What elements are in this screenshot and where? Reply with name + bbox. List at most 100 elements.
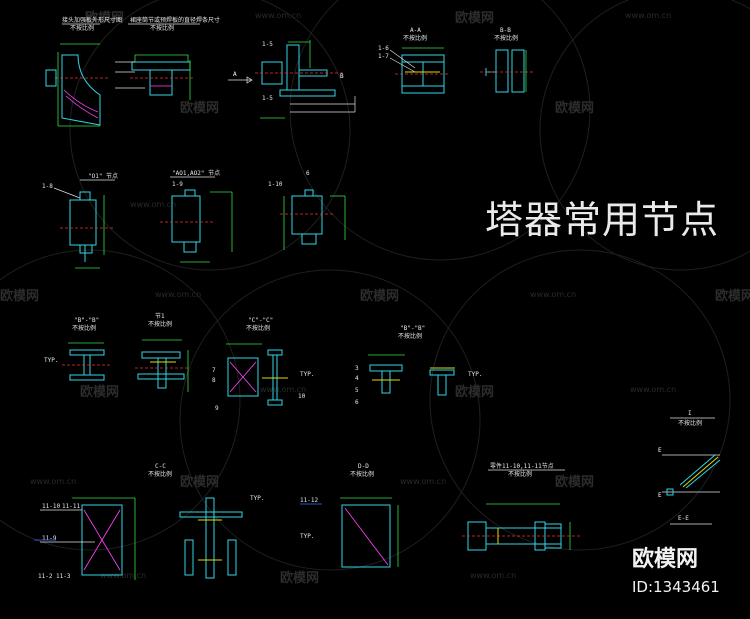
view-title: "C"-"C" <box>248 317 273 324</box>
watermark: 欧模网 <box>455 10 494 26</box>
drawing-title: 塔器常用节点 <box>485 198 719 242</box>
tag-8: 8 <box>212 377 216 384</box>
watermark-texts: 欧模网 www.om.cn 欧模网 www.om.cn 欧模网 欧模网 www.… <box>0 10 750 586</box>
view-scale: 不按比例 <box>70 24 94 32</box>
view-title: "B"-"B" <box>400 325 425 332</box>
tag-11-11: 11-11 <box>62 503 80 510</box>
typ-label: TYP. <box>300 533 314 540</box>
watermark-url: www.om.cn <box>30 477 76 486</box>
watermark: 欧模网 <box>180 100 219 116</box>
view-scale: 不按比例 <box>246 324 270 332</box>
watermark-url: www.om.cn <box>260 385 306 394</box>
view-title: "AO1,AO2" 节点 <box>172 169 220 177</box>
view-a-section: A B 1-5 1-5 <box>228 40 356 119</box>
view-b-b-second: "B"-"B" 不按比例 3 4 5 6 TYP. <box>355 325 482 406</box>
view-title: A-A <box>410 27 421 34</box>
typ-label: TYP. <box>468 371 482 378</box>
watermark: 欧模网 <box>715 288 750 304</box>
view-c-c-quoted: "C"-"C" 不按比例 7 8 9 10 TYP. <box>212 317 314 412</box>
watermark-url: www.om.cn <box>400 477 446 486</box>
view-scale: 不按比例 <box>350 470 374 478</box>
view-title: I <box>688 410 692 417</box>
watermark: 欧模网 <box>360 288 399 304</box>
watermark: 欧模网 <box>80 384 119 400</box>
view-title: "O1" 节点 <box>88 172 118 180</box>
site-logo: 欧模网 ID:1343461 <box>632 546 720 596</box>
view-title: B-B <box>500 27 511 34</box>
view-skirt-weld: 裙座筒节或预焊板的直径焊条尺寸 不按比例 <box>115 16 220 100</box>
view-b-b: B-B 不按比例 <box>480 27 535 93</box>
tag-11-9: 11-9 <box>42 535 57 542</box>
watermark-url: www.om.cn <box>100 571 146 580</box>
tag-7: 7 <box>212 367 216 374</box>
watermark: 欧模网 <box>280 570 319 586</box>
watermark-arcs <box>0 0 750 571</box>
typ-label: TYP. <box>44 357 58 364</box>
view-title: 接头加强板外形尺寸图 <box>62 16 122 24</box>
tag-10: 10 <box>298 393 306 400</box>
view-e-e: E-E <box>670 515 712 525</box>
tag-1-5: 1-5 <box>262 41 273 48</box>
tag-1-10: 1-10 <box>268 181 283 188</box>
watermark-url: www.om.cn <box>630 385 676 394</box>
view-scale: 不按比例 <box>72 324 96 332</box>
view-scale: 不按比例 <box>148 470 172 478</box>
section-b-label: B <box>340 73 344 80</box>
view-scale: 不按比例 <box>403 34 427 42</box>
view-i: I 不按比例 E E <box>658 410 721 499</box>
watermark-url: www.om.cn <box>155 290 201 299</box>
typ-label: TYP. <box>250 495 264 502</box>
watermark: 欧模网 <box>0 288 39 304</box>
watermark-url: www.om.cn <box>130 200 176 209</box>
view-node-1: 节1 不按比例 <box>135 312 189 392</box>
view-title: C-C <box>155 463 166 470</box>
tag-1-7: 1-7 <box>378 53 389 60</box>
watermark: 欧模网 <box>555 100 594 116</box>
tag-11-2: 11-2 <box>38 573 53 580</box>
tag-1-6: 1-6 <box>378 45 389 52</box>
view-scale: 不按比例 <box>494 34 518 42</box>
watermark-url: www.om.cn <box>255 11 301 20</box>
view-o1: "O1" 节点 1-8 <box>42 172 118 269</box>
view-title: 节1 <box>155 312 165 320</box>
tag-e: E <box>658 492 662 499</box>
tag-11-3: 11-3 <box>56 573 71 580</box>
view-title: E-E <box>678 515 689 522</box>
view-scale: 不按比例 <box>150 24 174 32</box>
tag-6: 6 <box>355 399 359 406</box>
watermark: 欧模网 <box>455 384 494 400</box>
watermark-url: www.om.cn <box>530 290 576 299</box>
tag-11-10: 11-10 <box>42 503 60 510</box>
tag-5: 5 <box>355 387 359 394</box>
view-b-b-quoted: "B"-"B" 不按比例 TYP. <box>44 317 112 381</box>
view-scale: 不按比例 <box>678 419 702 427</box>
tag-1-9: 1-9 <box>172 181 183 188</box>
watermark: 欧模网 <box>85 10 124 26</box>
view-reinforcement-plate: 接头加强板外形尺寸图 不按比例 <box>45 16 122 127</box>
view-title: "B"-"B" <box>74 317 99 324</box>
view-six: 6 1-10 <box>268 170 346 250</box>
view-scale: 不按比例 <box>508 470 532 478</box>
typ-label: TYP. <box>300 371 314 378</box>
view-scale: 不按比例 <box>398 332 422 340</box>
watermark-url: www.om.cn <box>625 11 671 20</box>
logo-id: ID:1343461 <box>632 578 720 596</box>
watermark: 欧模网 <box>180 474 219 490</box>
tag-4: 4 <box>355 375 359 382</box>
tag-1-5: 1-5 <box>262 95 273 102</box>
watermark: 欧模网 <box>555 474 594 490</box>
view-a-a: A-A 不按比例 1-6 1-7 <box>378 27 450 94</box>
tag-e: E <box>658 447 662 454</box>
tag-11-12: 11-12 <box>300 497 318 504</box>
watermark-url: www.om.cn <box>470 571 516 580</box>
view-title: 6 <box>306 170 310 177</box>
logo-brand: 欧模网 <box>632 546 698 572</box>
view-title: D-D <box>358 463 369 470</box>
tag-9: 9 <box>215 405 219 412</box>
view-scale: 不按比例 <box>148 320 172 328</box>
view-title: 裙座筒节或预焊板的直径焊条尺寸 <box>130 16 220 24</box>
tag-1-8: 1-8 <box>42 183 53 190</box>
view-c-c: C-C 不按比例 11-10 11-11 11-9 11-2 11-3 TYP. <box>34 463 264 580</box>
tag-3: 3 <box>355 365 359 372</box>
